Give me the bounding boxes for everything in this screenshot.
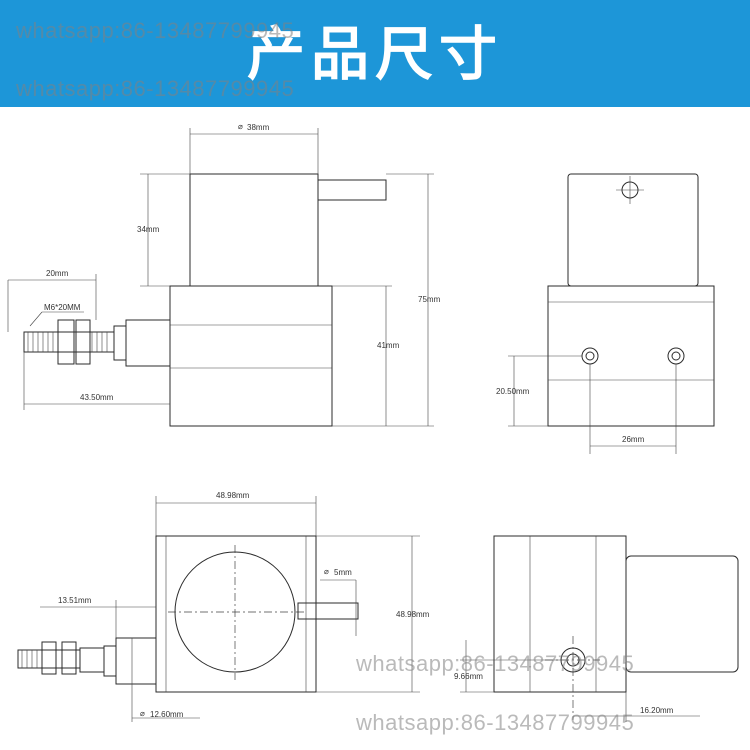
svg-text:⌀: ⌀ <box>324 567 329 576</box>
front-view: ⌀ 38mm 34mm 41mm 75mm 20mm M6*20MM 43.50… <box>7 122 441 427</box>
top-nut-2 <box>61 641 77 675</box>
page-title: 产品尺寸 <box>246 20 503 88</box>
svg-text:⌀: ⌀ <box>140 709 145 718</box>
dim-total-height: 75mm <box>418 295 441 304</box>
side-hole-left <box>581 347 599 365</box>
watermark-2: whatsapp:86-13487799945 <box>16 76 295 101</box>
dim-thread-spec: M6*20MM <box>44 303 81 312</box>
top-thread <box>17 649 81 669</box>
dim-connector-diameter: 12.60mm <box>150 710 184 719</box>
dim-cap-height: 34mm <box>137 225 160 234</box>
dim-outlet-offset: 16.20mm <box>640 706 674 715</box>
top-body <box>155 535 317 693</box>
front-nut-2 <box>75 319 91 365</box>
watermark-4: whatsapp:86-13487799945 <box>356 710 635 735</box>
top-view: 48.98mm 48.98mm ⌀ 5mm 13.51mm ⌀ 12.60mm <box>17 491 430 722</box>
bottom-side-view: 9.66mm 16.20mm <box>454 535 739 722</box>
front-wire-outlet <box>317 179 387 201</box>
front-cap <box>189 173 319 287</box>
bside-cap <box>625 555 739 673</box>
side-view: 20.50mm 26mm <box>496 173 715 454</box>
dim-body-height: 41mm <box>377 341 400 350</box>
watermark-3: whatsapp:86-13487799945 <box>356 651 635 676</box>
front-nut-1 <box>57 319 75 365</box>
dim-cap-diameter: 38mm <box>247 123 270 132</box>
front-connector <box>125 319 171 367</box>
dim-wire-diameter: 5mm <box>334 568 352 577</box>
top-nut-1 <box>41 641 57 675</box>
side-hole-right <box>667 347 685 365</box>
side-cap <box>567 173 699 287</box>
dim-connector-offset: 13.51mm <box>58 596 92 605</box>
top-wire <box>297 602 359 620</box>
dim-hole-spacing: 26mm <box>622 435 645 444</box>
dim-top-width: 48.98mm <box>216 491 250 500</box>
dim-outlet-height: 9.66mm <box>454 672 483 681</box>
watermark-1: whatsapp:86-13487799945 <box>16 18 295 43</box>
svg-text:⌀: ⌀ <box>238 122 243 131</box>
dim-overall-length: 43.50mm <box>80 393 114 402</box>
header-banner <box>0 0 750 107</box>
dimension-drawing: ⌀ 38mm 34mm 41mm 75mm 20mm M6*20MM 43.50… <box>7 122 739 722</box>
dim-top-height: 48.98mm <box>396 610 430 619</box>
front-body <box>169 285 333 427</box>
top-connector <box>115 637 157 685</box>
front-thread <box>23 331 115 353</box>
dim-hole-height: 20.50mm <box>496 387 530 396</box>
dim-thread-length: 20mm <box>46 269 69 278</box>
